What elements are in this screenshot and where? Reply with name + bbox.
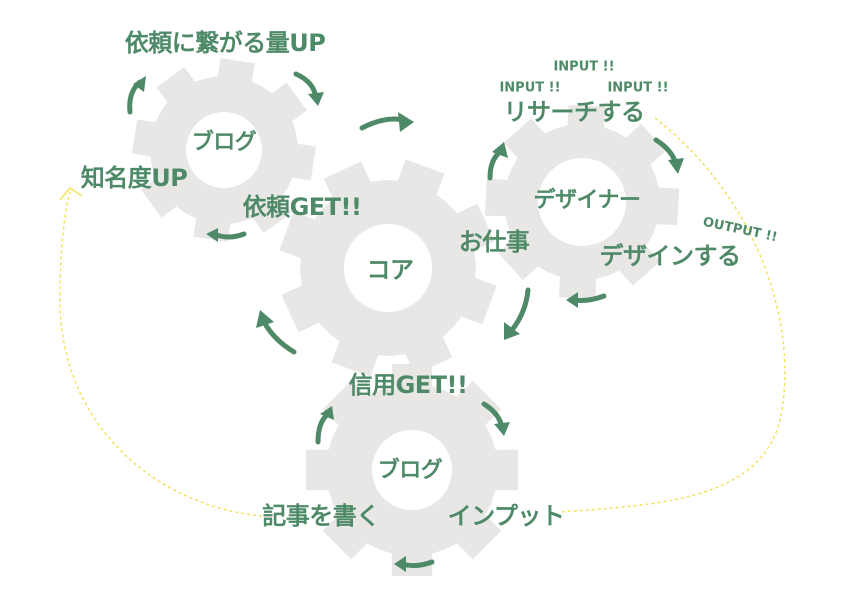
core-gear-label: コア [366, 256, 415, 284]
blog-top-gear-label: ブログ [191, 130, 257, 155]
research-label: リサーチする [503, 98, 646, 126]
designer-gear-label: デザイナー [533, 188, 641, 213]
input-label-3: INPUT !! [607, 80, 669, 96]
arrow-bottom-topright-icon [481, 401, 510, 436]
output-to-awareness-dashed-line [559, 117, 786, 513]
arrow-work-down-icon [504, 287, 531, 340]
arrows-layer [127, 71, 684, 572]
arrow-bottom-bottom-icon [394, 556, 435, 572]
arrow-designer-bottom-icon [566, 292, 607, 308]
arrow-bottom-left-icon [315, 406, 334, 445]
blog-bottom-gear-hole [372, 430, 452, 510]
designer-gear [484, 104, 680, 300]
dashed-flow-layer [59, 117, 786, 517]
request-volume-up-label: 依頼に繋がる量UP [124, 29, 326, 57]
arrow-core-to-designer-icon [359, 112, 414, 132]
awareness-up-label: 知名度UP [80, 164, 188, 192]
core-gear-hole [344, 224, 432, 312]
blog-bottom-gear-label: ブログ [377, 458, 443, 483]
blog-bottom-gear [305, 363, 519, 577]
designer-gear-hole [538, 158, 626, 246]
arrow-top-bottom-icon [206, 228, 247, 242]
request-get-label: 依頼GET!! [242, 193, 362, 221]
core-gear [279, 159, 497, 377]
work-label: お仕事 [458, 228, 530, 256]
arrow-designer-left-icon [487, 142, 508, 181]
input-jp-label: インプット [447, 502, 565, 530]
write-article-label: 記事を書く [262, 502, 380, 530]
blog-top-gear [132, 58, 316, 242]
input-label-1: INPUT !! [553, 59, 615, 75]
gears-layer [132, 58, 680, 577]
arrow-core-left-icon [256, 310, 297, 355]
article-to-awareness-dashed-line [59, 191, 263, 517]
arrow-top-right-icon [293, 71, 324, 106]
blog-top-gear-hole [186, 112, 262, 188]
trust-get-label: 信用GET!! [348, 371, 468, 399]
arrow-designer-right-icon [653, 137, 684, 174]
arrow-top-left-icon [127, 76, 146, 115]
dashed-arrowhead-icon [59, 187, 83, 201]
input-label-2: INPUT !! [499, 80, 561, 96]
design-label: デザインする [599, 242, 742, 270]
